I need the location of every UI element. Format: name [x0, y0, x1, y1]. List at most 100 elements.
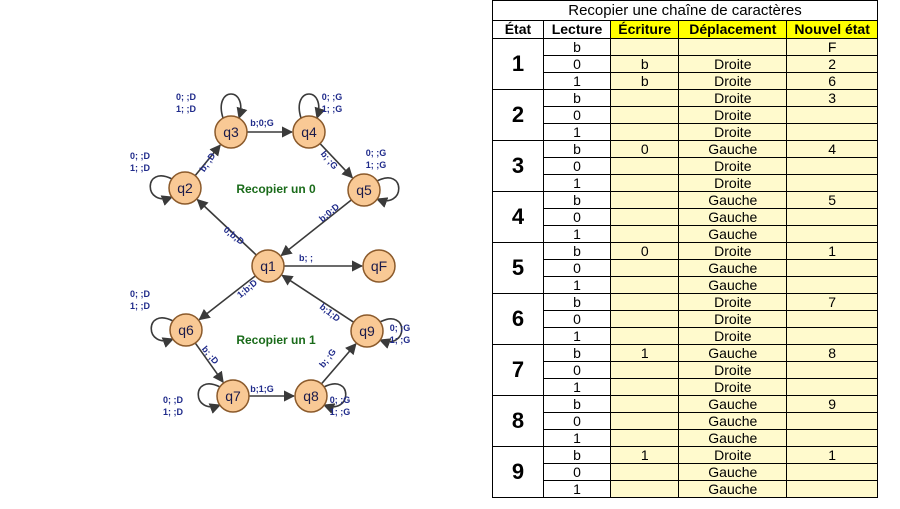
lecture-cell: 1 — [542, 276, 612, 294]
deplacement-cell: Droite — [678, 106, 788, 124]
header-etat: État — [492, 20, 544, 39]
loop-label-q3-line1: 0; ;D — [176, 92, 197, 102]
lecture-cell: 1 — [542, 378, 612, 396]
state-node-q6 — [169, 313, 203, 347]
lecture-cell: 0 — [542, 106, 612, 124]
ecriture-cell — [610, 259, 680, 277]
table-title: Recopier une chaîne de caractères — [492, 0, 878, 21]
ecriture-cell: 1 — [610, 446, 680, 464]
ecriture-cell — [610, 463, 680, 481]
edge-label-q5-q1: b;0;D — [317, 201, 341, 224]
lecture-cell: 0 — [542, 157, 612, 175]
ecriture-cell: b — [610, 72, 680, 90]
loop-q5 — [375, 177, 400, 208]
state-node-label-q4: q4 — [301, 124, 317, 140]
table-row: 0 Gauche — [493, 259, 878, 277]
lecture-cell: b — [542, 38, 612, 56]
nouvel-etat-cell: F — [786, 38, 878, 56]
ecriture-cell — [610, 429, 680, 447]
loop-label-q7-line2: 1; ;D — [163, 407, 184, 417]
nouvel-etat-cell — [786, 310, 878, 328]
loop-q9 — [378, 318, 403, 349]
deplacement-cell: Droite — [678, 89, 788, 107]
ecriture-cell — [610, 412, 680, 430]
state-node-q7 — [216, 379, 250, 413]
edge-q6-q7 — [194, 342, 224, 384]
deplacement-cell: Droite — [678, 378, 788, 396]
edge-label-q2-q3: b; ;D — [198, 151, 218, 174]
state-node-label-q9: q9 — [359, 323, 375, 339]
ecriture-cell — [610, 208, 680, 226]
state-cell: 9 — [492, 446, 544, 498]
loop-q6 — [150, 317, 175, 348]
edge-label-q1-q6: 1;b;D — [235, 277, 259, 300]
deplacement-cell: Gauche — [678, 463, 788, 481]
deplacement-cell: Gauche — [678, 276, 788, 294]
lecture-cell: 1 — [542, 225, 612, 243]
state-diagram-svg: 0;b;Db; ;Db;0;Gb; ;Gb;0;Db; ;1;b;Db; ;Db… — [130, 92, 411, 417]
loop-label-q8-line2: 1; ;G — [330, 407, 351, 417]
loop-label-q7-line1: 0; ;D — [163, 395, 184, 405]
lecture-cell: b — [542, 293, 612, 311]
nouvel-etat-cell — [786, 106, 878, 124]
deplacement-cell: Gauche — [678, 344, 788, 362]
deplacement-cell: Gauche — [678, 259, 788, 277]
nouvel-etat-cell: 4 — [786, 140, 878, 158]
deplacement-cell: Droite — [678, 157, 788, 175]
ecriture-cell — [610, 395, 680, 413]
ecriture-cell: b — [610, 55, 680, 73]
header-deplacement: Déplacement — [678, 20, 788, 39]
loop-label-q8-line1: 0; ;G — [330, 395, 351, 405]
state-node-q4 — [292, 115, 326, 149]
deplacement-cell: Gauche — [678, 480, 788, 498]
state-cell: 5 — [492, 242, 544, 294]
deplacement-cell: Droite — [678, 55, 788, 73]
edge-label-q7-q8: b;1;G — [250, 384, 274, 394]
loop-label-q9-line1: 0; ;G — [390, 323, 411, 333]
edge-label-q1-qF: b; ; — [299, 253, 313, 263]
edge-q9-q1 — [281, 274, 355, 323]
nouvel-etat-cell — [786, 463, 878, 481]
loop-q8 — [322, 383, 347, 414]
nouvel-etat-cell — [786, 259, 878, 277]
deplacement-cell: Gauche — [678, 395, 788, 413]
nouvel-etat-cell — [786, 276, 878, 294]
transition-table-panel: Recopier une chaîne de caractères État L… — [492, 0, 900, 504]
deplacement-cell: Droite — [678, 361, 788, 379]
deplacement-cell: Gauche — [678, 140, 788, 158]
lecture-cell: 0 — [542, 259, 612, 277]
lecture-cell: b — [542, 395, 612, 413]
state-node-label-q3: q3 — [223, 124, 239, 140]
loop-label-q6-line2: 1; ;D — [130, 301, 151, 311]
lecture-cell: 0 — [542, 55, 612, 73]
state-cell: 8 — [492, 395, 544, 447]
lecture-cell: 0 — [542, 361, 612, 379]
ecriture-cell — [610, 276, 680, 294]
lecture-cell: 0 — [542, 412, 612, 430]
state-node-q3 — [214, 115, 248, 149]
table-row: 1 Droite — [493, 174, 878, 192]
nouvel-etat-cell: 7 — [786, 293, 878, 311]
nouvel-etat-cell — [786, 361, 878, 379]
edge-q1-q6 — [198, 275, 256, 321]
nouvel-etat-cell — [786, 378, 878, 396]
ecriture-cell — [610, 327, 680, 345]
deplacement-cell: Droite — [678, 174, 788, 192]
nouvel-etat-cell: 8 — [786, 344, 878, 362]
loop-label-q6-line1: 0; ;D — [130, 289, 151, 299]
state-node-label-q1: q1 — [260, 258, 276, 274]
lecture-cell: b — [542, 242, 612, 260]
lecture-cell: 1 — [542, 174, 612, 192]
nouvel-etat-cell — [786, 480, 878, 498]
lecture-cell: 1 — [542, 123, 612, 141]
group-label-recopier-1: Recopier un 1 — [236, 333, 316, 347]
loop-label-q5-line1: 0; ;G — [366, 148, 387, 158]
state-node-q2 — [168, 171, 202, 205]
